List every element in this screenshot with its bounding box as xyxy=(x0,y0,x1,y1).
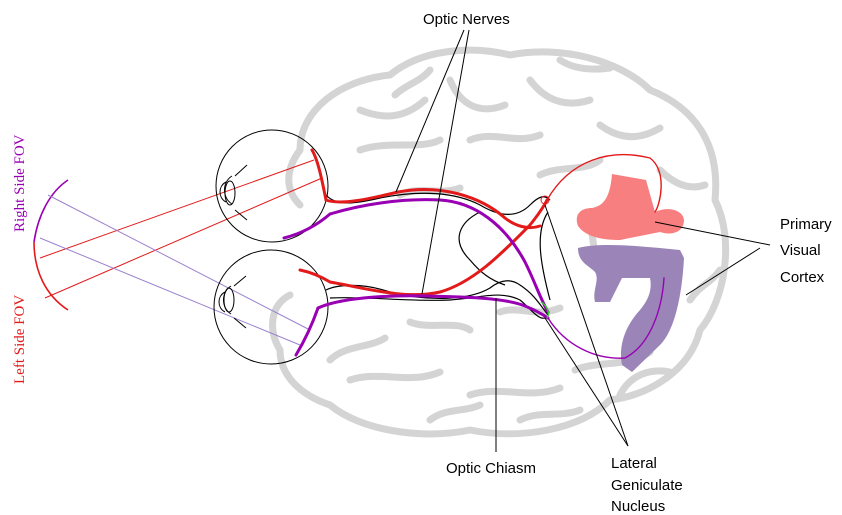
lgn-label-line-3: Nucleus xyxy=(611,498,665,515)
primary-visual-cortex-label: Primary Visual Cortex xyxy=(780,216,836,286)
left-side-fov-label: Left Side FOV xyxy=(12,295,28,384)
red-retina-left xyxy=(300,270,330,282)
right-eyeball xyxy=(216,130,328,242)
purple-retina-right xyxy=(284,214,330,238)
leader-cortex-1 xyxy=(655,222,770,245)
optic-chiasm-label: Optic Chiasm xyxy=(446,460,536,477)
lgn-label-line-1: Lateral xyxy=(611,455,657,472)
leader-lgn-1 xyxy=(545,205,628,446)
left-eye xyxy=(214,250,328,364)
optic-nerves-label: Optic Nerves xyxy=(423,11,510,28)
red-nerve-upper xyxy=(326,190,540,228)
ray-red-2 xyxy=(45,178,322,298)
right-eye xyxy=(216,130,328,242)
right-visual-cortex xyxy=(577,174,684,240)
cortex-label-line-2: Visual xyxy=(780,242,821,259)
light-rays xyxy=(40,160,322,345)
cortex-label-line-1: Primary xyxy=(780,216,832,233)
right-side-fov-label: Right Side FOV xyxy=(12,134,28,232)
lgn-label: Lateral Geniculate Nucleus xyxy=(611,455,687,515)
right-fov-arc xyxy=(34,180,68,242)
leader-lines xyxy=(396,30,770,452)
red-retina-right xyxy=(312,150,326,200)
cortex-label-line-3: Cortex xyxy=(780,269,825,286)
lgn-label-line-2: Geniculate xyxy=(611,477,683,494)
left-fov-arc xyxy=(34,242,68,310)
ray-purple-1 xyxy=(48,195,310,330)
ray-red-1 xyxy=(40,160,314,258)
left-eye-cornea xyxy=(224,286,232,314)
left-visual-cortex xyxy=(578,245,684,372)
right-eye-pupil xyxy=(225,181,235,205)
left-eyeball xyxy=(214,250,328,364)
ray-purple-2 xyxy=(40,238,300,345)
left-eye-pupil xyxy=(224,288,234,312)
brain-outline xyxy=(273,50,726,434)
purple-retina-left xyxy=(296,308,318,355)
